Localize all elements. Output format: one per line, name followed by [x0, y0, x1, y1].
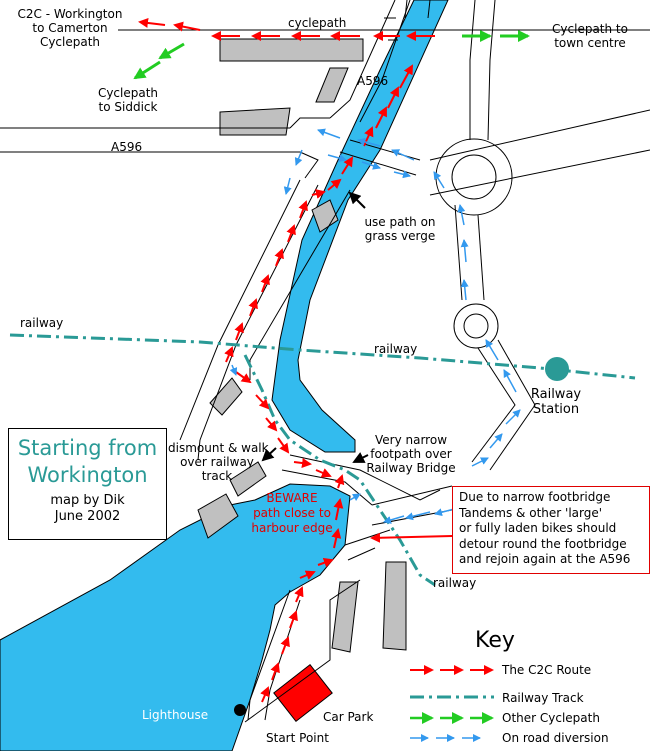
other-cyclepath-arrows — [133, 30, 530, 80]
car-park-block — [273, 663, 333, 723]
key-title: Key — [475, 628, 515, 653]
start-point-label: Start Point — [266, 731, 329, 745]
title-line-1: Starting from — [17, 436, 158, 460]
warning-line-5: and rejoin again at the A596 — [459, 552, 631, 566]
title-line-2: Workington — [27, 463, 148, 487]
pointer-arrows — [261, 191, 369, 463]
lighthouse-label: Lighthouse — [142, 708, 209, 722]
map-title-box: Starting from Workington map by Dik June… — [8, 428, 167, 540]
cyclepath-label: cyclepath — [288, 16, 347, 30]
warning-pointer — [370, 532, 453, 543]
railway-mid-label: railway — [374, 342, 418, 356]
title-author: map by Dik — [50, 493, 125, 508]
railway-bottom-label: railway — [433, 576, 477, 590]
title-date: June 2002 — [54, 509, 121, 524]
a596-top-label: A596 — [357, 74, 389, 88]
key-c2c-label: The C2C Route — [502, 663, 592, 677]
c2c-route-arrows — [138, 17, 435, 703]
key-rail-label: Railway Track — [502, 691, 584, 705]
warning-line-1: Due to narrow footbridge — [459, 490, 611, 504]
warning-line-4: detour round the footbridge — [459, 536, 627, 551]
a596-left-label: A596 — [111, 140, 143, 154]
railway-station-marker — [545, 357, 569, 381]
warning-line-2: Tandems & other 'large' — [459, 505, 603, 520]
buildings — [197, 38, 407, 653]
key-green-label: Other Cyclepath — [502, 711, 600, 725]
key-blue-label: On road diversion — [502, 731, 609, 745]
car-park-label: Car Park — [323, 710, 374, 724]
lighthouse-marker — [234, 704, 246, 716]
railway-left-label: railway — [20, 316, 64, 330]
detour-warning-box: Due to narrow footbridge Tandems & other… — [452, 486, 650, 574]
diversion-arrows — [229, 128, 521, 524]
warning-line-3: or fully laden bikes should — [459, 521, 617, 535]
